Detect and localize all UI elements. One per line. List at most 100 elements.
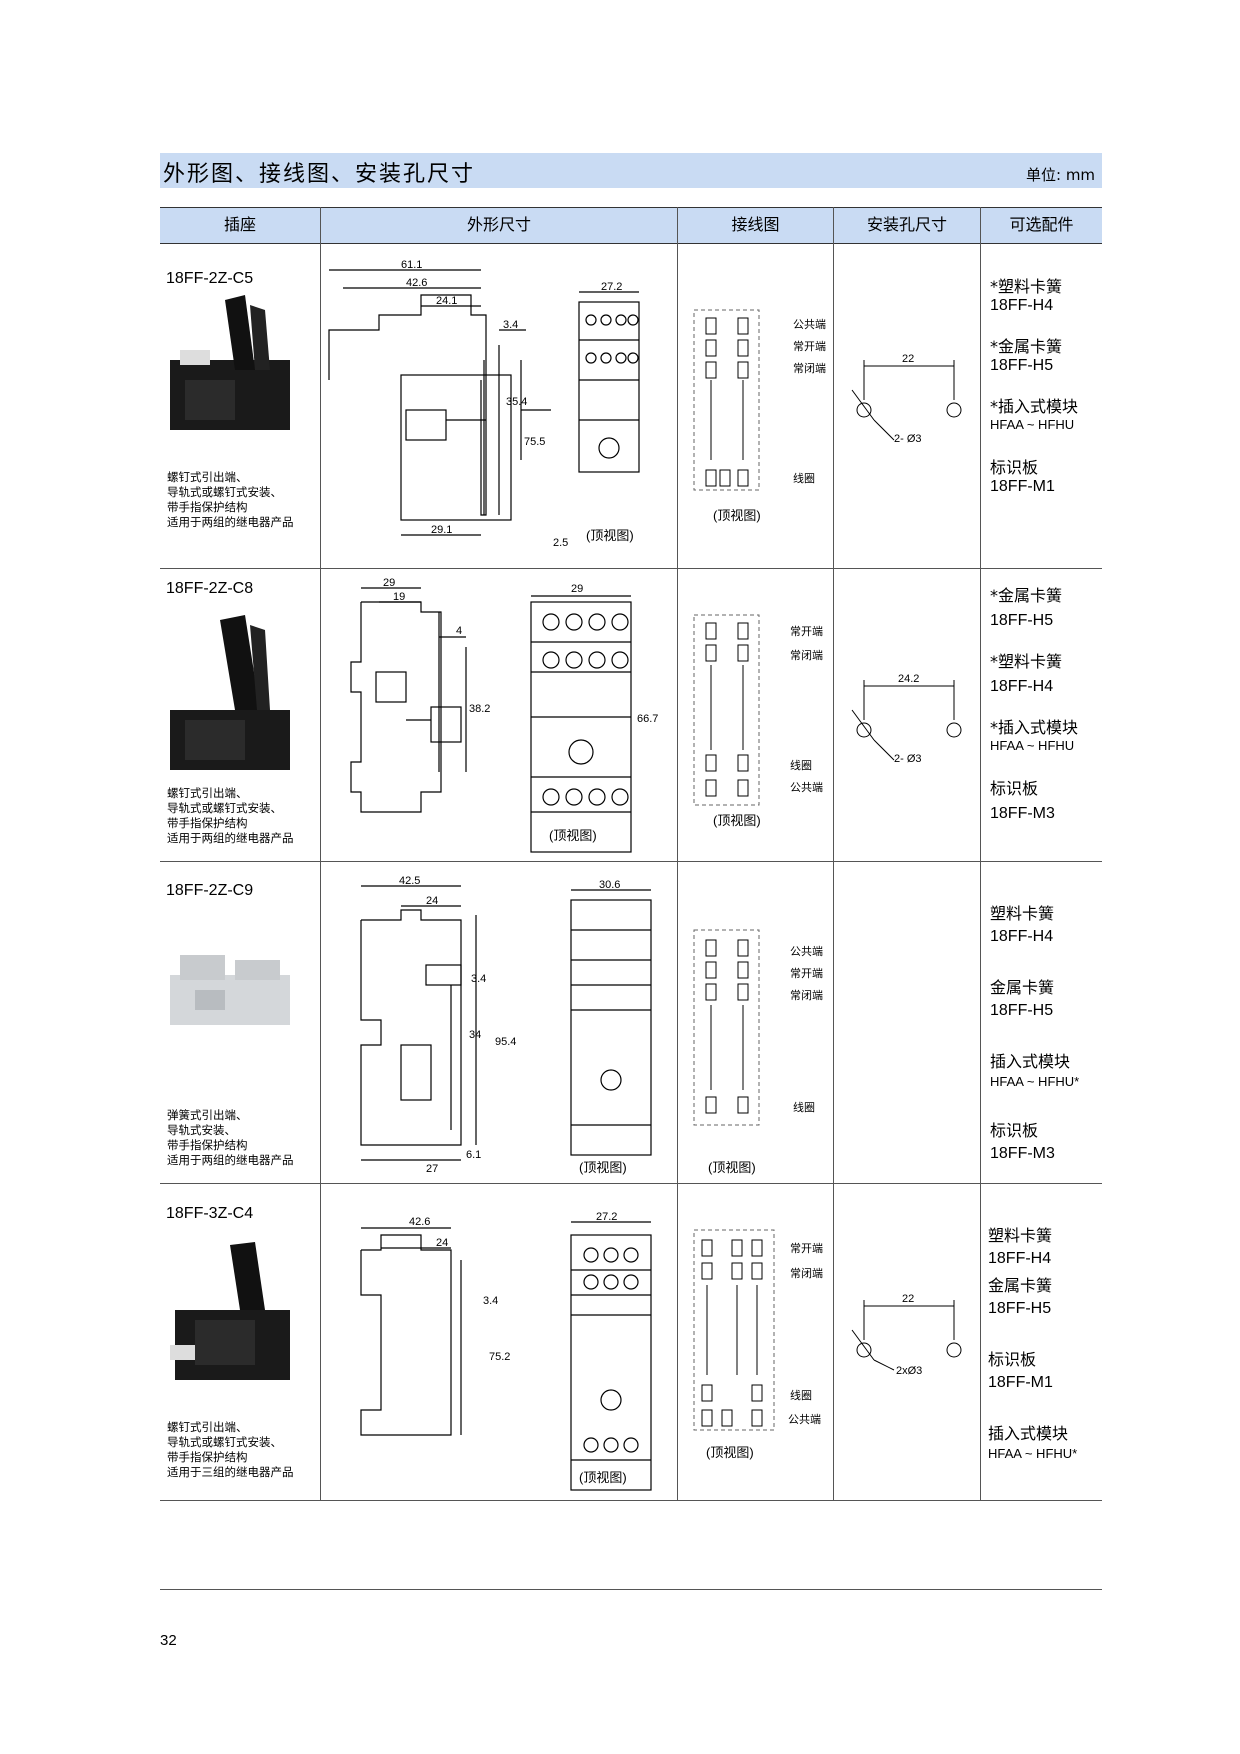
socket-description: 螺钉式引出端、导轨式或螺钉式安装、带手指保护结构适用于两组的继电器产品 [167, 786, 294, 845]
socket-description: 螺钉式引出端、导轨式或螺钉式安装、带手指保护结构适用于三组的继电器产品 [167, 1420, 294, 1479]
dim-label: 6.1 [466, 1149, 481, 1161]
wiring-label: 公共端 [790, 945, 823, 958]
wiring-label: 公共端 [790, 781, 823, 794]
dim-label: 29 [571, 583, 583, 595]
dimension-drawing: 42.6 24 3.4 75.2 27.2 (顶视图) [360, 1211, 652, 1491]
wiring-label: 常闭端 [790, 1267, 823, 1280]
dimension-drawing: 61.1 42.6 24.1 3.4 35.4 75.5 29.1 27.2 2… [328, 259, 640, 549]
dim-label: 35.4 [506, 396, 527, 408]
wiring-label: 常开端 [790, 1242, 823, 1255]
wiring-diagram: 常开端 常闭端 线圈 公共端 (顶视图) [693, 614, 823, 828]
model-name: 18FF-2Z-C5 [166, 270, 254, 287]
view-label: (顶视图) [549, 828, 597, 843]
dim-label: 30.6 [599, 879, 620, 891]
dim-label: 27.2 [596, 1211, 617, 1223]
wiring-label: 常开端 [793, 340, 826, 353]
wiring-label: 常闭端 [790, 649, 823, 662]
grid-line [320, 207, 321, 1501]
wiring-diagram: 常开端 常闭端 线圈 公共端 (顶视图) [693, 1229, 823, 1460]
page-number: 32 [160, 1632, 177, 1649]
mount-dist: 24.2 [898, 673, 919, 685]
grid-line [833, 207, 834, 1501]
product-photo [170, 615, 290, 770]
dim-label: 19 [393, 591, 405, 603]
col-header-dimensions: 外形尺寸 [466, 215, 531, 234]
unit-label: 单位: mm [1026, 166, 1096, 184]
wiring-label: 公共端 [793, 318, 826, 331]
mounting-hole-drawing: 22 2xØ3 [851, 1293, 962, 1377]
dim-label: 4 [456, 625, 462, 637]
wiring-label: 线圈 [790, 1388, 812, 1402]
wiring-label: 常开端 [790, 967, 823, 980]
view-label: (顶视图) [706, 1445, 754, 1460]
view-label: (顶视图) [586, 528, 634, 543]
dim-label: 27 [426, 1163, 438, 1175]
wiring-label: 线圈 [793, 1100, 815, 1114]
col-header-socket: 插座 [223, 215, 256, 234]
product-photo [170, 295, 290, 430]
dim-label: 3.4 [503, 319, 518, 331]
row-divider [160, 1500, 1102, 1501]
dim-label: 34 [469, 1029, 481, 1041]
footer-divider [160, 1589, 1102, 1590]
dim-label: 75.5 [524, 436, 545, 448]
socket-description: 弹簧式引出端、导轨式安装、带手指保护结构适用于两组的继电器产品 [167, 1108, 294, 1167]
wiring-label: 常开端 [790, 625, 823, 638]
mount-hole: 2- Ø3 [894, 753, 922, 765]
dim-label: 3.4 [471, 973, 486, 985]
wiring-label: 线圈 [790, 758, 812, 772]
dim-label: 3.4 [483, 1295, 498, 1307]
model-name: 18FF-2Z-C9 [166, 882, 254, 899]
product-photo [170, 955, 290, 1025]
col-header-wiring: 接线图 [731, 215, 780, 234]
table-header [160, 207, 1102, 244]
dim-label: 24.1 [436, 295, 457, 307]
wiring-diagram: 公共端 常开端 常闭端 线圈 (顶视图) [693, 929, 823, 1175]
dimension-drawing: 29 19 4 38.2 29 66.7 (顶视图) [350, 577, 658, 853]
dim-label: 38.2 [469, 703, 490, 715]
col-header-mounting: 安装孔尺寸 [866, 215, 947, 234]
socket-description: 螺钉式引出端、导轨式或螺钉式安装、带手指保护结构适用于两组的继电器产品 [167, 470, 294, 529]
dim-label: 29 [383, 577, 395, 589]
dim-label: 61.1 [401, 259, 422, 271]
wiring-label: 常闭端 [793, 362, 826, 375]
wiring-label: 常闭端 [790, 989, 823, 1002]
dim-label: 42.6 [406, 277, 427, 289]
row-divider [160, 568, 1102, 569]
dim-label: 27.2 [601, 281, 622, 293]
view-label: (顶视图) [713, 508, 761, 523]
product-photo [170, 1242, 290, 1380]
wiring-label: 线圈 [793, 471, 815, 485]
col-header-accessories: 可选配件 [1009, 215, 1074, 234]
dim-label: 42.5 [399, 875, 420, 887]
dim-label: 95.4 [495, 1036, 516, 1048]
dim-label: 29.1 [431, 524, 452, 536]
mount-dist: 22 [902, 353, 914, 365]
dim-label: 24 [426, 895, 438, 907]
dim-label: 66.7 [637, 713, 658, 725]
mount-hole: 2xØ3 [896, 1365, 922, 1377]
mounting-hole-drawing: 22 2- Ø3 [851, 353, 962, 445]
view-label: (顶视图) [579, 1160, 627, 1175]
row-divider [160, 861, 1102, 862]
dim-label: 2.5 [553, 537, 568, 549]
dim-label: 75.2 [489, 1351, 510, 1363]
model-name: 18FF-3Z-C4 [166, 1205, 254, 1222]
mount-hole: 2- Ø3 [894, 433, 922, 445]
view-label: (顶视图) [579, 1470, 627, 1485]
model-name: 18FF-2Z-C8 [166, 580, 254, 597]
mounting-hole-drawing: 24.2 2- Ø3 [851, 673, 962, 765]
mount-dist: 22 [902, 1293, 914, 1305]
wiring-label: 公共端 [788, 1413, 821, 1426]
view-label: (顶视图) [708, 1160, 756, 1175]
dim-label: 42.6 [409, 1216, 430, 1228]
row-divider [160, 1183, 1102, 1184]
grid-line [980, 207, 981, 1501]
title-bar [160, 153, 1102, 188]
page-title: 外形图、接线图、安装孔尺寸 [163, 162, 476, 187]
view-label: (顶视图) [713, 813, 761, 828]
